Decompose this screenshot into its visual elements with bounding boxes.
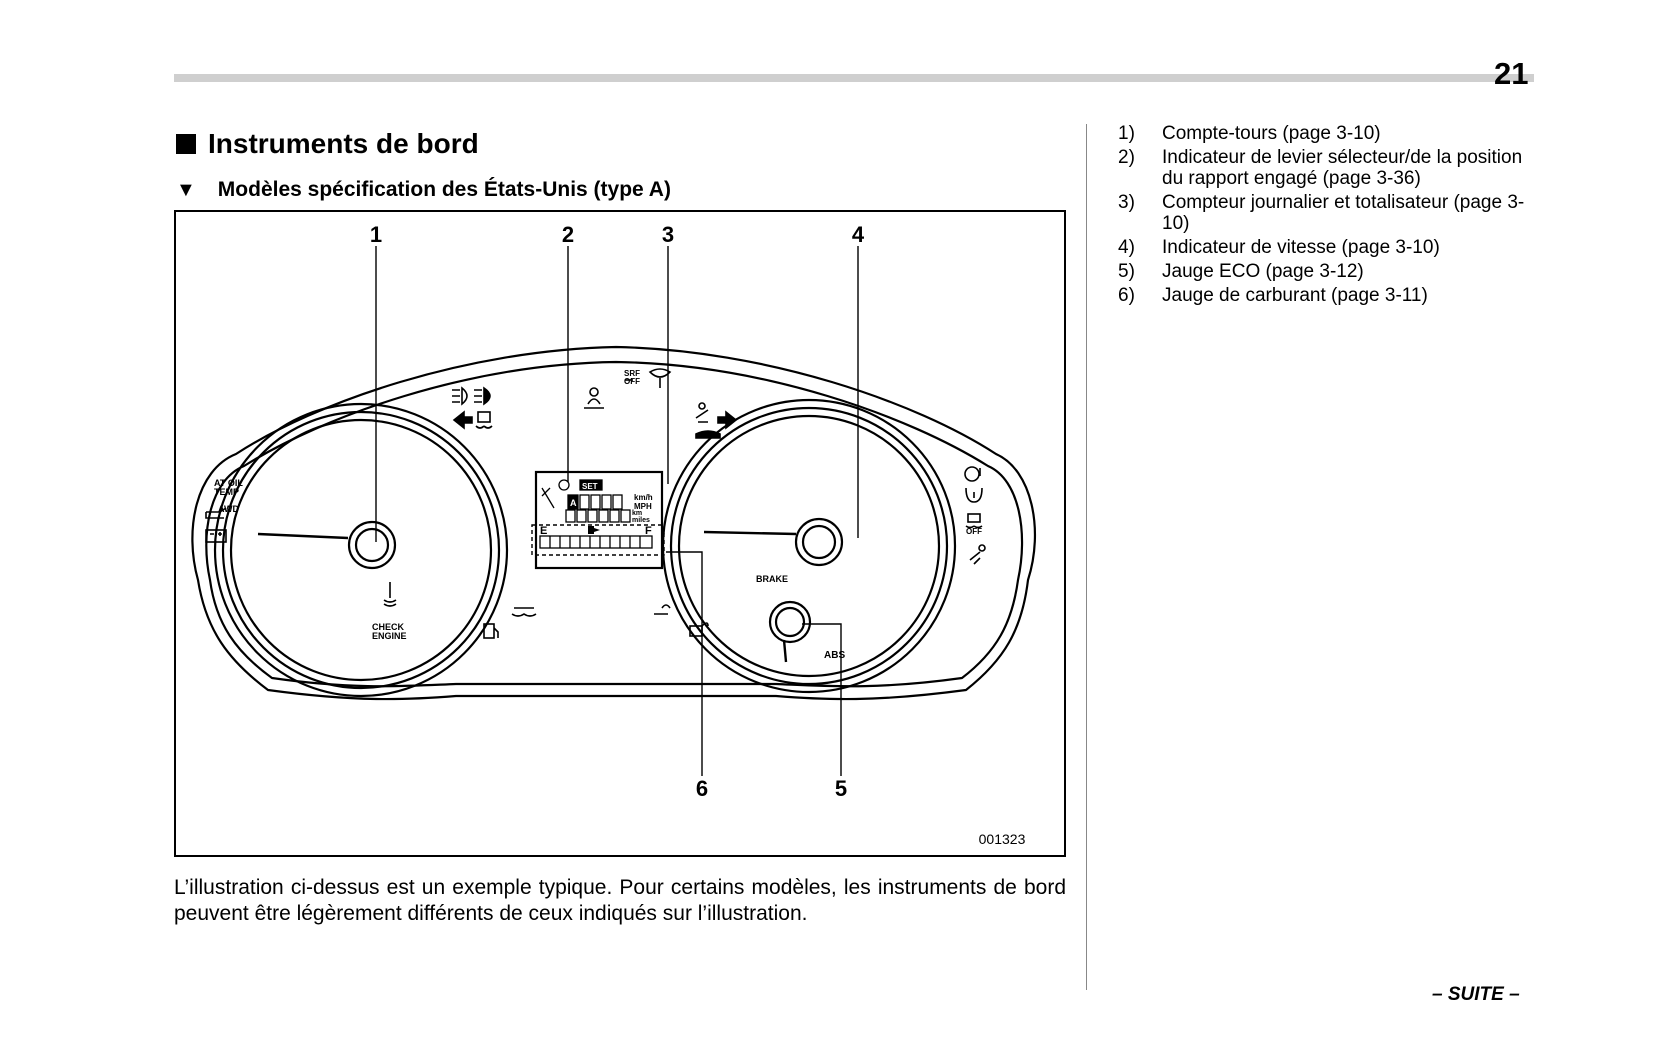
mph-label: MPH <box>634 502 652 511</box>
leader-line-6 <box>666 551 703 776</box>
abs-label: ABS <box>824 650 845 661</box>
figure-id: 001323 <box>979 831 1026 847</box>
legend-item: 5)Jauge ECO (page 3-12) <box>1118 261 1364 282</box>
srf-off-label-2: OFF <box>624 377 640 386</box>
vdc-off-icon <box>965 513 983 529</box>
brake-label: BRAKE <box>756 574 788 584</box>
speedometer-outer-ring <box>661 398 957 694</box>
speedometer-ring <box>669 406 949 686</box>
tire-pressure-icon <box>965 487 983 503</box>
square-bullet-icon <box>176 134 196 154</box>
section-title: Instruments de bord <box>176 128 479 160</box>
front-fog-light-icon <box>452 386 468 406</box>
power-steering-icon <box>964 466 981 482</box>
figure-caption: L’illustration ci-dessus est un exemple … <box>174 876 1066 925</box>
miles-label: miles <box>632 517 650 524</box>
at-oil-temp-label-2: TEMP <box>214 487 239 497</box>
column-divider <box>1086 124 1087 990</box>
oil-pressure-icon <box>205 507 227 519</box>
headlight-icon <box>695 430 721 439</box>
page-number: 21 <box>1494 56 1529 91</box>
set-label: SET <box>582 482 598 491</box>
kmh-label: km/h <box>634 493 653 502</box>
center-display <box>534 470 664 570</box>
tachometer-dial <box>229 418 493 682</box>
speedometer-hub <box>794 517 844 567</box>
check-engine-label-2: ENGINE <box>372 631 407 641</box>
instrument-cluster-drawing: SET A km/h MPH km miles E F <box>191 222 1037 847</box>
tachometer-outer-ring <box>213 402 509 698</box>
awd-label: AWD <box>218 504 239 514</box>
eco-gauge <box>768 600 812 644</box>
rear-fog-icon <box>648 368 672 388</box>
continued-footer: – SUITE – <box>1432 984 1520 1005</box>
section-title-text: Instruments de bord <box>208 128 479 159</box>
callout-1: 1 <box>370 222 382 247</box>
low-coolant-icon <box>511 607 537 617</box>
at-oil-temp-label-1: AT OIL <box>214 478 243 488</box>
fuel-pump-icon <box>588 526 600 534</box>
gear-indicator-icon <box>541 487 555 509</box>
fuel-full-label: F <box>645 525 652 537</box>
vehicle-dynamics-icon <box>475 411 493 429</box>
tachometer-hub <box>347 520 397 570</box>
speedometer-dial <box>677 414 941 678</box>
tachometer-needle <box>257 532 349 540</box>
passenger-airbag-icon <box>584 387 604 409</box>
instrument-cluster-figure: SET A km/h MPH km miles E F <box>174 210 1066 857</box>
seatbelt-icon <box>695 402 709 423</box>
washer-icon <box>654 604 671 615</box>
fuel-empty-label: E <box>540 525 547 537</box>
callout-2: 2 <box>562 222 574 247</box>
coolant-temp-icon <box>383 582 397 607</box>
legend-item: 3)Compteur journalier et totalisateur (p… <box>1118 192 1525 234</box>
triangle-bullet-icon: ▼ <box>176 178 196 201</box>
legend-list: 1)Compte-tours (page 3-10) 2)Indicateur … <box>1118 123 1536 309</box>
legend-item: 2)Indicateur de levier sélecteur/de la p… <box>1118 147 1523 189</box>
right-turn-arrow-icon <box>717 410 738 430</box>
km-label: km <box>632 510 642 517</box>
legend-item: 6)Jauge de carburant (page 3-11) <box>1118 285 1428 306</box>
legend-item: 1)Compte-tours (page 3-10) <box>1118 123 1381 144</box>
left-turn-arrow-icon <box>452 410 473 430</box>
subsection-title-text: Modèles spécification des États-Unis (ty… <box>217 178 671 201</box>
subsection-title: ▼ Modèles spécification des États-Unis (… <box>176 178 671 202</box>
high-beam-icon <box>474 386 491 406</box>
fuel-icon <box>483 623 499 639</box>
srf-off-label-1: SRF <box>624 369 640 378</box>
battery-icon <box>205 529 227 543</box>
eco-gauge-needle <box>782 639 788 663</box>
header-rule <box>174 74 1534 82</box>
callout-3: 3 <box>662 222 674 247</box>
vdc-off-label: OFF <box>966 527 982 536</box>
legend-item: 4)Indicateur de vitesse (page 3-10) <box>1118 237 1440 258</box>
airbag-icon <box>969 544 986 565</box>
cluster-outer-outline <box>191 345 1037 701</box>
fuel-gauge-bracket <box>531 524 665 556</box>
speedometer-needle <box>703 530 797 536</box>
callout-6: 6 <box>696 776 708 801</box>
tachometer-ring <box>221 410 501 690</box>
leader-line-5 <box>802 623 842 776</box>
gear-a-label: A <box>570 498 577 508</box>
check-engine-label-1: CHECK <box>372 622 405 632</box>
callout-5: 5 <box>835 776 847 801</box>
callout-4: 4 <box>852 222 865 247</box>
